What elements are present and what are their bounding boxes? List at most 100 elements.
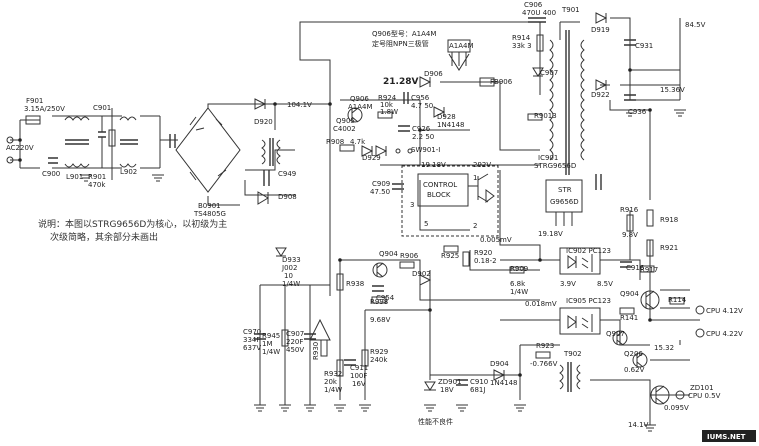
label-c907b-val: 220F bbox=[286, 338, 303, 346]
label-j002: J002 bbox=[281, 264, 297, 272]
diode-d908 bbox=[257, 191, 269, 205]
label-performance-bad: 性能不良件 bbox=[418, 417, 453, 426]
label-q206: Q206 bbox=[624, 350, 643, 358]
label-r923: R923 bbox=[536, 342, 554, 350]
resistor-r916 bbox=[626, 214, 634, 232]
transistor-primary-switch bbox=[309, 318, 331, 341]
transformer-t902 bbox=[559, 362, 581, 392]
test-point-cpu-422 bbox=[695, 328, 705, 338]
resistor-r923 bbox=[535, 351, 551, 359]
junction-dots bbox=[18, 68, 652, 377]
label-c926: C926 bbox=[412, 125, 431, 133]
label-c907b-v: 450V bbox=[286, 346, 304, 354]
label-r920-val: 0.18-2 bbox=[474, 257, 497, 265]
label-v104: 104.1V bbox=[287, 101, 312, 109]
label-pin-1: 1 bbox=[473, 174, 477, 182]
label-d904: D904 bbox=[490, 360, 509, 368]
note-line-2: 次级简略，其余部分未画出 bbox=[50, 231, 158, 243]
resistor-r114 bbox=[669, 297, 685, 305]
label-r114: R114 bbox=[668, 296, 687, 304]
label-r945-w: 1/4W bbox=[262, 348, 280, 356]
label-r921: R921 bbox=[660, 244, 678, 252]
wiring bbox=[10, 17, 700, 425]
label-r929: R929 bbox=[370, 348, 388, 356]
resistor-r945 bbox=[281, 329, 289, 347]
label-c909: C909 bbox=[372, 180, 390, 188]
capacitor-c900 bbox=[48, 157, 58, 164]
label-d928: D928 bbox=[437, 113, 456, 121]
label-d902: D902 bbox=[412, 270, 431, 278]
label-c970: C970 bbox=[243, 328, 261, 336]
switch-sw901-contact-2 bbox=[407, 148, 413, 154]
capacitor-c911 bbox=[344, 359, 356, 366]
transformer-small bbox=[261, 138, 281, 166]
label-q906-note2: 定号阻NPN三极管 bbox=[372, 39, 429, 48]
ic901-outline bbox=[401, 165, 499, 237]
label-r909-w: 1/4W bbox=[510, 288, 528, 296]
label-ac220v: AC220V bbox=[6, 144, 34, 152]
label-sw901: SW901-I bbox=[411, 146, 440, 154]
label-r938: R938 bbox=[346, 280, 364, 288]
resistor-r914 bbox=[536, 34, 544, 52]
label-q906: Q906 bbox=[350, 95, 369, 103]
label-pin-3: 3 bbox=[410, 201, 414, 209]
label-ic905: IC905 PC123 bbox=[566, 297, 611, 305]
label-b0901: B0901 bbox=[198, 202, 221, 210]
label-q905: Q905 bbox=[336, 117, 355, 125]
label-v-neg0-766: -0.766V bbox=[530, 360, 558, 368]
label-r914-val: 33k 3 bbox=[512, 42, 532, 50]
diode-d906 bbox=[419, 76, 432, 88]
label-c911: C911 bbox=[350, 364, 368, 372]
label-str-1: STR bbox=[558, 186, 572, 194]
fuse-f901 bbox=[25, 115, 41, 125]
label-v19-18b: 19.18V bbox=[538, 230, 563, 238]
capacitor-input bbox=[169, 134, 176, 148]
diode-d904 bbox=[493, 369, 506, 381]
label-c936: C936 bbox=[628, 108, 647, 116]
resistor-r917 bbox=[639, 265, 655, 273]
label-cpu-422: CPU 4.22V bbox=[706, 330, 743, 338]
label-c931: C931 bbox=[635, 42, 653, 50]
label-zd901-val: 18V bbox=[440, 386, 454, 394]
label-r916: R916 bbox=[620, 206, 639, 214]
diode-d902 bbox=[419, 274, 432, 286]
component-labels: F901 3.15A/250V AC220V C900 C901 L901 R9… bbox=[6, 1, 706, 265]
label-d922: D922 bbox=[591, 91, 610, 99]
capacitor-c910 bbox=[456, 379, 468, 386]
label-v9-8: 9.8V bbox=[622, 231, 638, 239]
label-d906: D906 bbox=[424, 70, 443, 78]
label-d929: D929 bbox=[362, 154, 381, 162]
label-c956: C956 bbox=[411, 94, 430, 102]
resistor-r924 bbox=[377, 111, 393, 119]
label-q904b: Q904 bbox=[620, 290, 639, 298]
label-r914: R914 bbox=[512, 34, 531, 42]
component-labels-lower: D933 J002 10 1/4W Q904 R906 D902 R938 C9… bbox=[243, 206, 743, 429]
resistor-r9013 bbox=[527, 113, 543, 121]
label-r917: R917 bbox=[640, 266, 658, 274]
label-v0-62: 0.62V bbox=[624, 366, 645, 374]
label-v292: 292V bbox=[473, 161, 491, 169]
label-zd901: ZD901 bbox=[438, 378, 462, 386]
ground-symbols bbox=[80, 109, 686, 432]
resistor-r998 bbox=[371, 296, 387, 304]
choke-l902 bbox=[119, 116, 138, 168]
label-v15-32: 15.32 bbox=[654, 344, 674, 352]
label-v0-018: 0.018mV bbox=[525, 300, 557, 308]
diode-d919 bbox=[595, 12, 608, 24]
resistor-r925 bbox=[443, 245, 459, 253]
resistor-r938 bbox=[336, 273, 344, 291]
diode-d928 bbox=[433, 106, 446, 118]
choke-l901 bbox=[64, 116, 90, 168]
resistor-r930 bbox=[320, 339, 328, 357]
label-v21: 21.28V bbox=[383, 77, 418, 87]
label-v3-9: 3.9V bbox=[560, 280, 576, 288]
optocoupler-ic905 bbox=[559, 307, 601, 335]
label-v19-18: 19.18V bbox=[421, 161, 446, 169]
label-q906-part: A1A4M bbox=[348, 103, 373, 111]
label-b0901-part: TS4805G bbox=[193, 210, 226, 218]
resistor-r908 bbox=[339, 144, 355, 152]
label-r932: R932 bbox=[324, 370, 342, 378]
capacitor-c956 bbox=[403, 92, 409, 104]
capacitor-primary-right bbox=[595, 174, 602, 190]
watermark-badge bbox=[702, 430, 756, 442]
